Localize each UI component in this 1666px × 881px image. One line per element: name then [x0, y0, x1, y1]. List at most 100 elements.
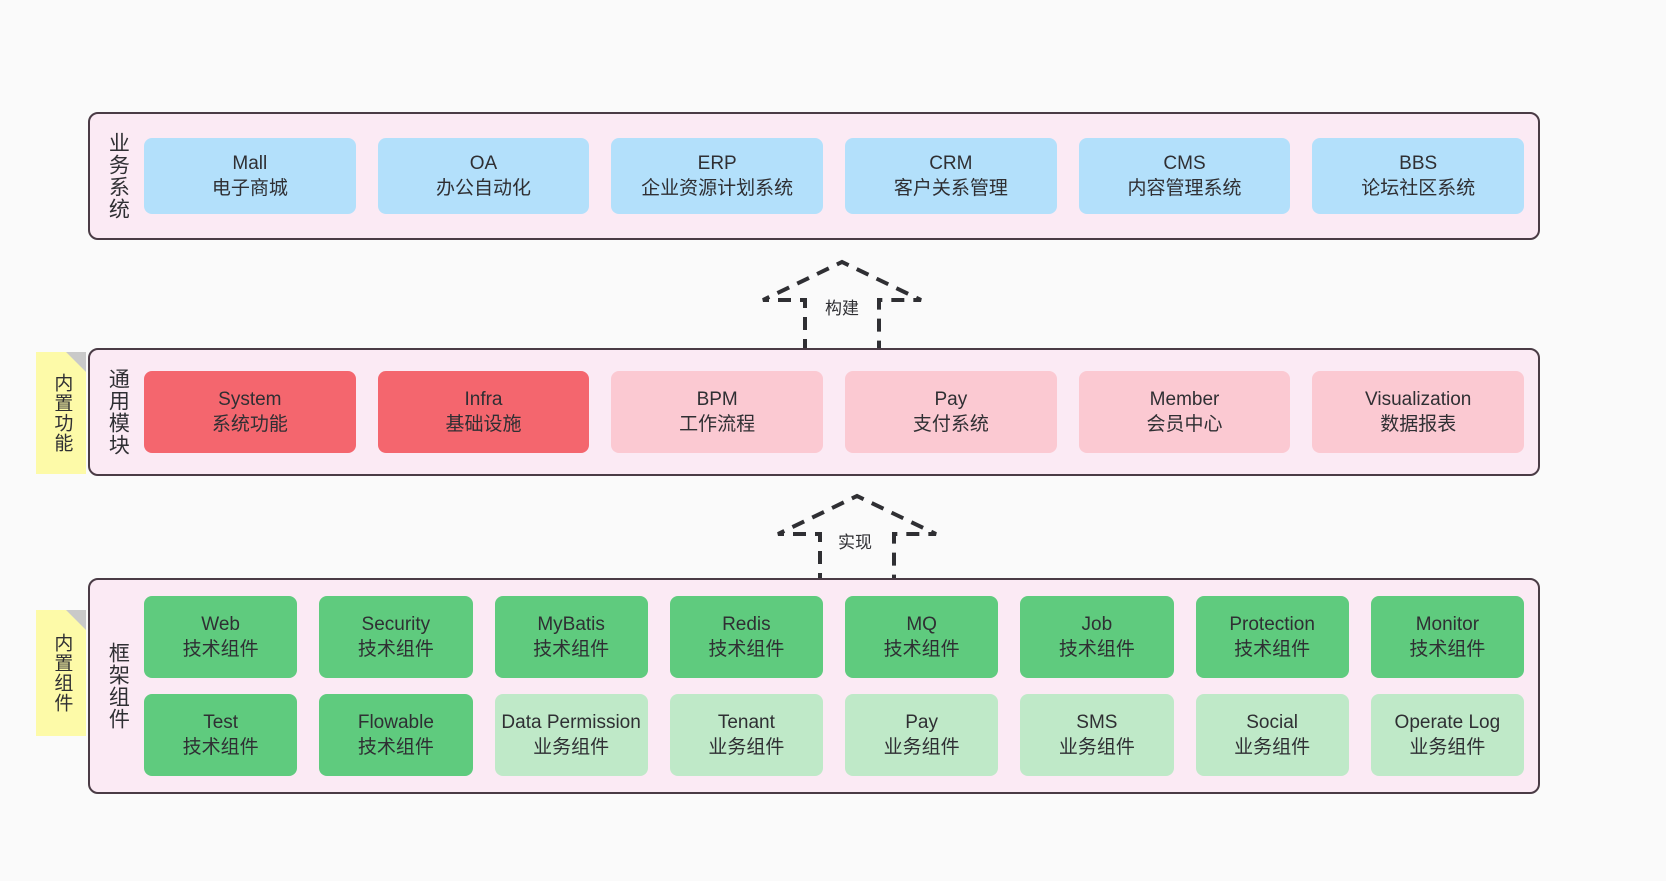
item-desc: 工作流程 [679, 414, 756, 435]
common-item-member[interactable]: Member 会员中心 [1078, 371, 1291, 453]
framework-item-flowable[interactable]: Flowable 技术组件 [319, 694, 473, 776]
framework-item-job[interactable]: Job 技术组件 [1020, 596, 1174, 678]
item-desc: 业务组件 [533, 737, 610, 758]
layer-title-framework: 框架组件 [106, 642, 130, 730]
item-name: MyBatis [537, 613, 605, 635]
business-item-mall[interactable]: Mall 电子商城 [144, 138, 356, 214]
business-item-cms[interactable]: CMS 内容管理系统 [1078, 138, 1291, 214]
framework-item-pay[interactable]: Pay 业务组件 [845, 694, 999, 776]
common-item-pay[interactable]: Pay 支付系统 [845, 371, 1057, 453]
business-item-crm[interactable]: CRM 客户关系管理 [845, 138, 1057, 214]
item-name: Pay [934, 388, 968, 410]
framework-item-social[interactable]: Social 业务组件 [1195, 694, 1349, 776]
item-name: Operate Log [1394, 711, 1501, 733]
item-desc: 支付系统 [912, 414, 989, 435]
item-desc: 技术组件 [1409, 639, 1486, 660]
common-item-bpm[interactable]: BPM 工作流程 [611, 371, 824, 453]
item-desc: 业务组件 [1234, 737, 1311, 758]
item-name: SMS [1076, 711, 1118, 733]
common-items-row: System 系统功能 Infra 基础设施 BPM 工作流程 Pay 支付系统… [144, 371, 1525, 453]
item-desc: 业务组件 [1058, 737, 1135, 758]
item-desc: 技术组件 [182, 737, 259, 758]
layer-business-systems: 业务系统 Mall 电子商城 OA 办公自动化 ERP 企业资源计划系统 CRM… [88, 112, 1540, 240]
framework-item-operate-log[interactable]: Operate Log 业务组件 [1370, 694, 1524, 776]
framework-item-test[interactable]: Test 技术组件 [144, 694, 298, 776]
sticky-note-builtin-components: 内置组件 [36, 610, 86, 736]
layer-title-business: 业务系统 [106, 132, 130, 220]
item-desc: 技术组件 [1058, 639, 1135, 660]
business-item-bbs[interactable]: BBS 论坛社区系统 [1312, 138, 1525, 214]
framework-business-row: Test 技术组件 Flowable 技术组件 Data Permission … [144, 694, 1524, 776]
item-desc: 技术组件 [357, 639, 434, 660]
item-desc: 业务组件 [883, 737, 960, 758]
item-name: ERP [697, 152, 737, 174]
item-name: Security [361, 613, 431, 635]
common-item-system[interactable]: System 系统功能 [144, 371, 356, 453]
framework-item-security[interactable]: Security 技术组件 [319, 596, 473, 678]
note-fold-icon [66, 610, 86, 630]
layer-body-framework: Web 技术组件 Security 技术组件 MyBatis 技术组件 Redi… [144, 580, 1538, 792]
item-desc: 技术组件 [533, 639, 610, 660]
item-desc: 企业资源计划系统 [641, 178, 794, 199]
item-name: Monitor [1415, 613, 1480, 635]
item-desc: 客户关系管理 [893, 178, 1008, 199]
item-desc: 内容管理系统 [1127, 178, 1242, 199]
item-name: Redis [722, 613, 771, 635]
framework-item-tenant[interactable]: Tenant 业务组件 [669, 694, 823, 776]
business-item-oa[interactable]: OA 办公自动化 [377, 138, 590, 214]
framework-item-data-permission[interactable]: Data Permission 业务组件 [494, 694, 648, 776]
framework-item-web[interactable]: Web 技术组件 [144, 596, 298, 678]
item-name: CMS [1163, 152, 1206, 174]
note-label: 内置组件 [51, 633, 73, 713]
framework-item-mybatis[interactable]: MyBatis 技术组件 [494, 596, 648, 678]
item-name: MQ [906, 613, 937, 635]
layer-body-business: Mall 电子商城 OA 办公自动化 ERP 企业资源计划系统 CRM 客户关系… [144, 114, 1538, 238]
layer-body-common: System 系统功能 Infra 基础设施 BPM 工作流程 Pay 支付系统… [144, 350, 1538, 474]
item-desc: 业务组件 [1409, 737, 1486, 758]
item-name: Protection [1229, 613, 1315, 635]
framework-tech-row: Web 技术组件 Security 技术组件 MyBatis 技术组件 Redi… [144, 596, 1524, 678]
connector-build-label: 构建 [825, 299, 859, 318]
framework-item-sms[interactable]: SMS 业务组件 [1020, 694, 1174, 776]
item-name: Tenant [717, 711, 775, 733]
item-name: Job [1081, 613, 1113, 635]
item-desc: 基础设施 [445, 414, 522, 435]
layer-common-modules: 通用模块 System 系统功能 Infra 基础设施 BPM 工作流程 Pay… [88, 348, 1540, 476]
item-desc: 会员中心 [1146, 414, 1223, 435]
item-desc: 技术组件 [357, 737, 434, 758]
item-name: CRM [929, 152, 973, 174]
item-name: BBS [1399, 152, 1438, 174]
layer-title-common: 通用模块 [106, 368, 130, 456]
note-label: 内置功能 [51, 373, 73, 453]
item-name: Infra [464, 388, 503, 410]
item-desc: 电子商城 [211, 178, 288, 199]
item-name: Mall [232, 152, 268, 174]
common-item-visualization[interactable]: Visualization 数据报表 [1312, 371, 1525, 453]
layer-framework-components: 框架组件 Web 技术组件 Security 技术组件 MyBatis 技术组件… [88, 578, 1540, 794]
item-name: BPM [696, 388, 738, 410]
business-item-erp[interactable]: ERP 企业资源计划系统 [611, 138, 824, 214]
item-desc: 系统功能 [211, 414, 288, 435]
item-desc: 办公自动化 [436, 178, 532, 199]
item-desc: 技术组件 [182, 639, 259, 660]
common-item-infra[interactable]: Infra 基础设施 [377, 371, 590, 453]
item-name: Visualization [1365, 388, 1472, 410]
item-name: Social [1246, 711, 1298, 733]
item-desc: 技术组件 [708, 639, 785, 660]
framework-item-redis[interactable]: Redis 技术组件 [669, 596, 823, 678]
item-name: Pay [905, 711, 938, 733]
item-name: OA [469, 152, 498, 174]
item-name: Data Permission [501, 711, 641, 733]
item-desc: 论坛社区系统 [1361, 178, 1476, 199]
connector-implement-label: 实现 [838, 533, 872, 552]
framework-item-monitor[interactable]: Monitor 技术组件 [1370, 596, 1524, 678]
item-name: Test [203, 711, 239, 733]
item-desc: 技术组件 [883, 639, 960, 660]
framework-item-mq[interactable]: MQ 技术组件 [845, 596, 999, 678]
item-desc: 数据报表 [1380, 414, 1457, 435]
framework-item-protection[interactable]: Protection 技术组件 [1195, 596, 1349, 678]
item-name: Flowable [357, 711, 434, 733]
business-items-row: Mall 电子商城 OA 办公自动化 ERP 企业资源计划系统 CRM 客户关系… [144, 138, 1525, 214]
item-name: Web [201, 613, 240, 635]
item-name: Member [1149, 388, 1220, 410]
